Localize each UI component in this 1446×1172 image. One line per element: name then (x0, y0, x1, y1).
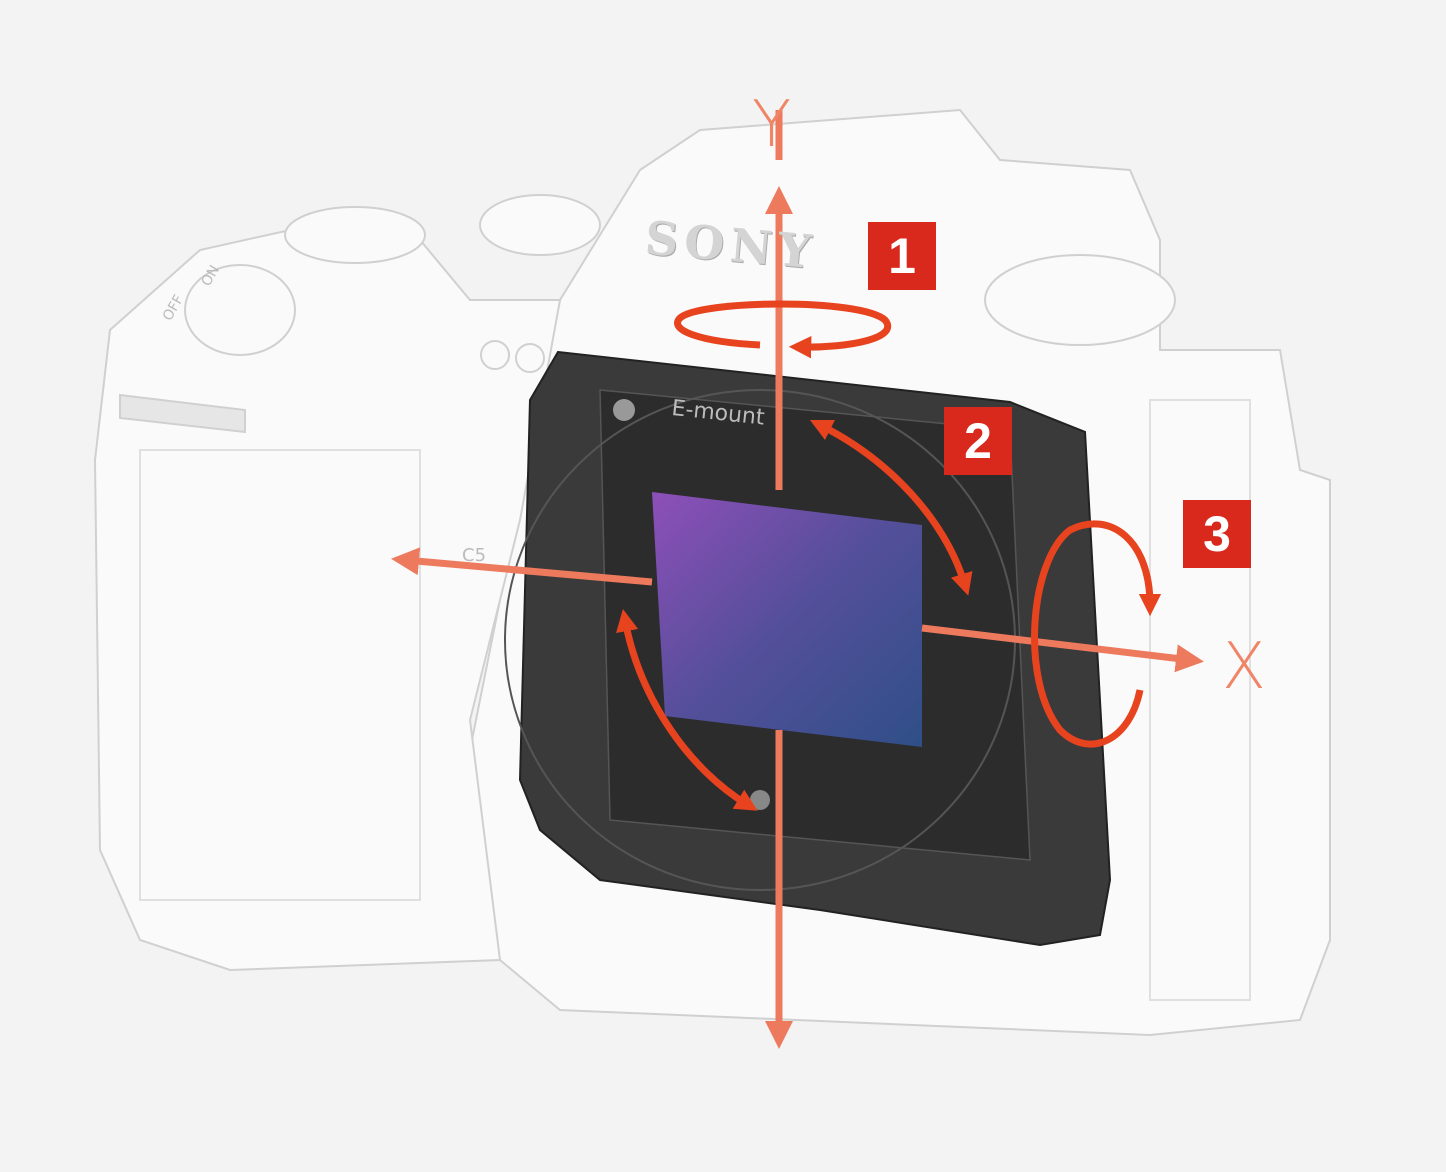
axes (391, 110, 1204, 1049)
yaw-rotation-arrow (674, 300, 891, 359)
badge-2: 2 (944, 407, 1012, 475)
x-axis-label: X (1222, 630, 1266, 704)
pitch-rotation-arrow (1031, 520, 1162, 748)
badge-3: 3 (1183, 500, 1251, 568)
x-axis-right-arrow (921, 624, 1204, 673)
roll-rotation-arrow-upper (809, 419, 973, 596)
y-axis-label: Y (752, 88, 792, 162)
x-axis-left-arrow (391, 547, 653, 586)
sensor-shift-module (504, 350, 1112, 947)
badge-1: 1 (868, 222, 936, 290)
c5-label: C5 (462, 545, 487, 566)
roll-rotation-arrow-lower (616, 608, 758, 811)
image-sensor (652, 492, 922, 747)
rotation-arrows (616, 300, 1162, 811)
